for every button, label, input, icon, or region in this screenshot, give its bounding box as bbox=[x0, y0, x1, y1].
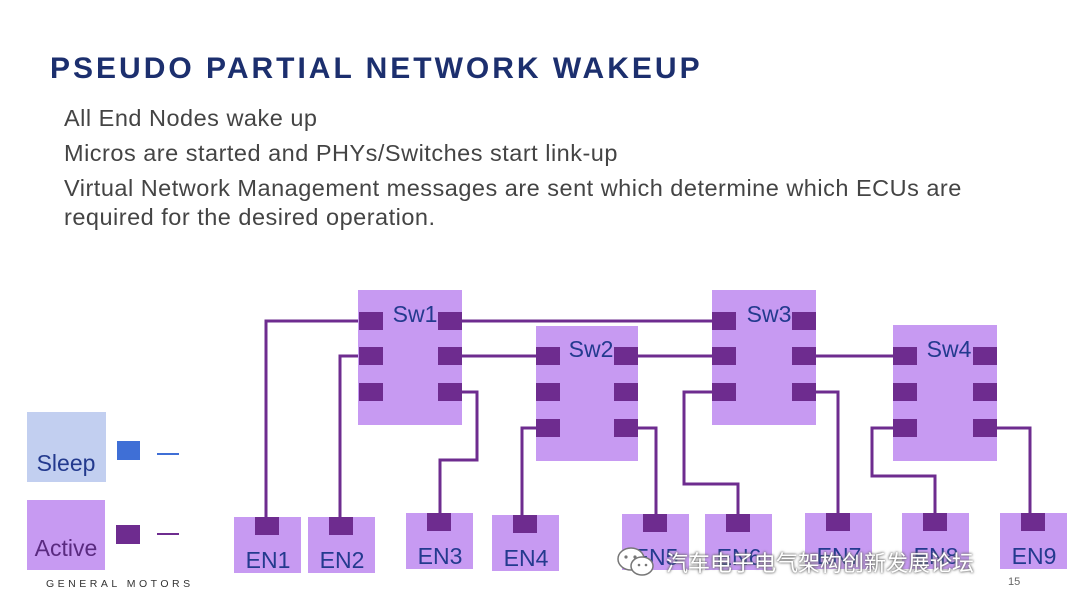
link-sw1-en3 bbox=[438, 390, 479, 524]
legend-sleep-swatch bbox=[27, 412, 106, 482]
slide-title: PSEUDO PARTIAL NETWORK WAKEUP bbox=[50, 52, 703, 85]
bullet-3: Virtual Network Management messages are … bbox=[64, 175, 962, 230]
link-sw1-en1 bbox=[264, 319, 371, 528]
end-node-en5: EN5 bbox=[622, 514, 689, 570]
legend-active-label: Active bbox=[35, 535, 98, 561]
watermark: 汽车电子电气架构创新发展论坛 bbox=[616, 542, 974, 582]
switch-label-sw3: Sw3 bbox=[747, 301, 792, 327]
end-node-label-en4: EN4 bbox=[504, 545, 549, 571]
end-node-label-en2: EN2 bbox=[320, 547, 365, 573]
end-node-en2: EN2 bbox=[308, 517, 375, 573]
switch-sw2: Sw2 bbox=[536, 326, 638, 461]
legend: Sleep Active bbox=[27, 412, 179, 570]
end-node-en7: EN7 bbox=[805, 513, 872, 569]
link-sw3-en6 bbox=[682, 390, 740, 525]
bullet-list: All End Nodes wake up Micros are started… bbox=[64, 104, 1054, 238]
links bbox=[264, 319, 1032, 528]
switch-sw3: Sw3 bbox=[712, 290, 816, 425]
switch-sw4: Sw4 bbox=[893, 325, 997, 461]
legend-active-port bbox=[116, 525, 140, 544]
switch-label-sw4: Sw4 bbox=[927, 336, 972, 362]
link-sw4-en8 bbox=[870, 426, 937, 524]
footer-brand: GENERAL MOTORS bbox=[46, 578, 194, 590]
end-node-label-en6: EN6 bbox=[717, 544, 762, 570]
end-node-label-en8: EN8 bbox=[914, 543, 959, 569]
bullet-1: All End Nodes wake up bbox=[64, 105, 318, 131]
page-number: 15 bbox=[1008, 576, 1021, 588]
end-node-label-en1: EN1 bbox=[246, 547, 291, 573]
chat-logo-icon bbox=[617, 547, 654, 576]
end-node-en8: EN8 bbox=[902, 513, 969, 569]
legend-sleep-label: Sleep bbox=[37, 450, 96, 476]
switch-label-sw2: Sw2 bbox=[569, 336, 614, 362]
end-node-en9: EN9 bbox=[1000, 513, 1067, 569]
bullet-2: Micros are started and PHYs/Switches sta… bbox=[64, 140, 618, 166]
end-node-en4: EN4 bbox=[492, 515, 559, 571]
switch-label-sw1: Sw1 bbox=[393, 301, 438, 327]
end-node-en1: EN1 bbox=[234, 517, 301, 573]
legend-sleep-port bbox=[117, 441, 140, 460]
end-node-label-en9: EN9 bbox=[1012, 543, 1057, 569]
end-node-en3: EN3 bbox=[406, 513, 473, 569]
legend-active-swatch bbox=[27, 500, 105, 570]
link-sw4-en9 bbox=[985, 426, 1032, 524]
end-node-label-en7: EN7 bbox=[817, 543, 862, 569]
watermark-text: 汽车电子电气架构创新发展论坛 bbox=[666, 551, 975, 576]
end-node-en6: EN6 bbox=[705, 514, 772, 570]
switch-sw1: Sw1 bbox=[358, 290, 462, 425]
end-node-label-en3: EN3 bbox=[418, 543, 463, 569]
